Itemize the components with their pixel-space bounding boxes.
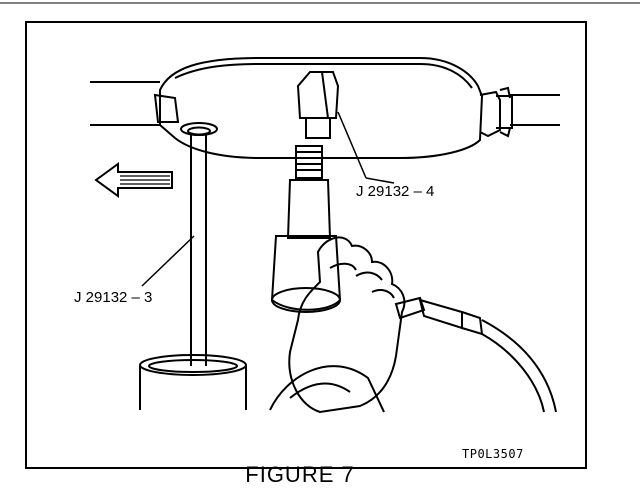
callout-j29132-4: J 29132 – 4 (356, 183, 434, 200)
callout-j29132-3: J 29132 – 3 (74, 289, 152, 306)
rod-tool (190, 134, 207, 366)
arrow-left-icon (94, 162, 173, 198)
figure-frame (25, 21, 587, 469)
leader-lines (141, 111, 395, 287)
axle-housing (153, 57, 513, 159)
drain-port (180, 122, 218, 136)
driveshaft-tube (90, 81, 560, 126)
air-tool (270, 71, 342, 313)
air-hose (394, 296, 557, 413)
hand-illustration (269, 236, 406, 414)
drain-container (139, 354, 247, 410)
figure-code: TP0L3507 (462, 447, 524, 461)
figure-caption: FIGURE 7 (245, 462, 355, 487)
